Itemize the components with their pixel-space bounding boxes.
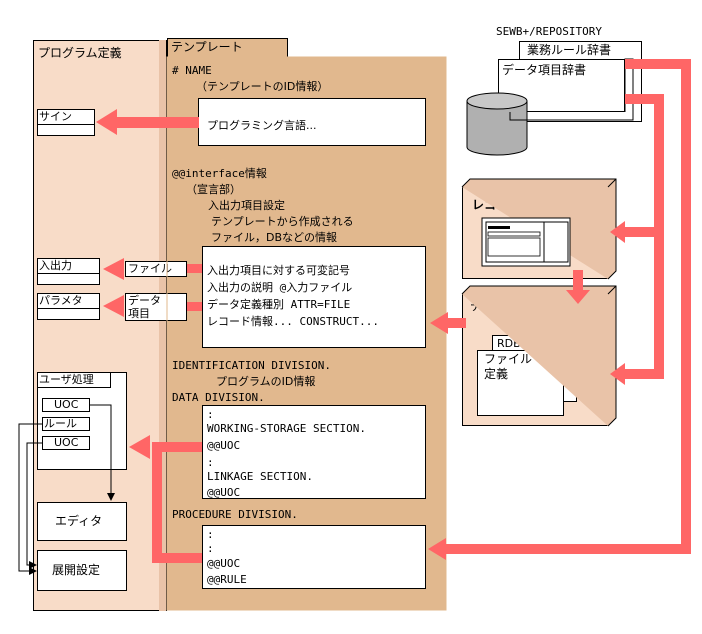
name-box bbox=[198, 98, 426, 146]
program-definition-title: プログラム定義 bbox=[38, 46, 122, 60]
datadef-to-interface-arrow bbox=[430, 312, 448, 334]
interface-line-2: 入出力の説明 @入力ファイル bbox=[207, 281, 353, 294]
editor-box bbox=[37, 502, 127, 541]
dataitem-to-param-shaft bbox=[187, 302, 202, 311]
data-item-tag bbox=[125, 293, 187, 321]
expand-box bbox=[37, 550, 127, 591]
template-panel-outline bbox=[166, 56, 447, 611]
interface-sub-4: ファイル，DBなどの情報 bbox=[211, 231, 338, 244]
record-window-icon bbox=[481, 217, 571, 267]
data-box-line-6: @@UOC bbox=[207, 486, 241, 499]
uoc-label-1: UOC bbox=[54, 398, 79, 411]
sign-label: サイン bbox=[39, 110, 72, 123]
dictionary-stack-edge bbox=[509, 58, 634, 121]
data-division-box bbox=[202, 405, 426, 499]
proc-box-line-4: @@RULE bbox=[207, 573, 247, 586]
repository-title: SEWB+/REPOSITORY bbox=[496, 25, 602, 38]
name-to-sign-shaft bbox=[113, 117, 199, 128]
uoc-to-expand-line bbox=[26, 442, 42, 569]
uoc-box-2 bbox=[42, 436, 90, 450]
interface-sub-3: テンプレートから作成される bbox=[211, 215, 354, 228]
user-process-label: ユーザ処理 bbox=[39, 373, 94, 386]
proc-box-line-1: : bbox=[207, 528, 214, 541]
file-to-io-shaft bbox=[187, 264, 202, 273]
sign-box-underline bbox=[37, 124, 95, 136]
name-heading: # NAME bbox=[172, 64, 212, 77]
record-to-data-shaft bbox=[573, 270, 583, 292]
arrow-to-record-def bbox=[610, 221, 625, 243]
data-item-dictionary-label: データ項目辞書 bbox=[502, 63, 587, 77]
interface-line-3: データ定義種別 ATTR=FILE bbox=[207, 298, 351, 311]
template-tab-label: テンプレート bbox=[171, 40, 243, 54]
param-label: パラメタ bbox=[39, 294, 83, 307]
interface-line-1: 入出力項目に対する可変記号 bbox=[207, 264, 350, 277]
business-rule-dictionary-label: 業務ルール辞書 bbox=[527, 43, 612, 57]
name-to-sign-arrow bbox=[96, 109, 117, 135]
arrow-to-proc-box bbox=[428, 538, 446, 560]
file-definition-label-2: 定義 bbox=[484, 367, 509, 381]
database-cylinder-icon bbox=[466, 92, 528, 156]
user-process-tab bbox=[37, 372, 111, 388]
interface-box bbox=[202, 246, 426, 348]
program-id-info: プログラムのID情報 bbox=[216, 375, 316, 388]
file-definition-label-1: ファイル bbox=[484, 352, 533, 366]
name-subheading: （テンプレートのID情報） bbox=[196, 80, 329, 93]
expand-label: 展開設定 bbox=[52, 563, 101, 577]
file-tag-label: ファイル bbox=[128, 262, 172, 275]
record-to-data-arrow bbox=[566, 290, 590, 304]
user-process-arrow bbox=[129, 435, 150, 459]
datadef-to-interface-shaft bbox=[446, 318, 466, 328]
rule-box bbox=[42, 417, 90, 431]
editor-label: エディタ bbox=[55, 514, 103, 528]
uoc-label-2: UOC bbox=[54, 436, 79, 449]
param-box-underline bbox=[37, 308, 100, 320]
data-box-line-3: @@UOC bbox=[207, 439, 241, 452]
procedure-division: PROCEDURE DIVISION. bbox=[172, 508, 298, 521]
data-item-tag-label-2: 項目 bbox=[128, 307, 150, 320]
template-tab bbox=[167, 38, 288, 58]
interface-line-4: レコード情報... CONSTRUCT... bbox=[207, 315, 379, 328]
rule-to-expand-line bbox=[18, 423, 42, 575]
user-process-flow-line bbox=[152, 442, 202, 563]
rule-label: ルール bbox=[44, 417, 77, 430]
interface-heading: @@interface情報 bbox=[172, 167, 267, 180]
identification-division: IDENTIFICATION DIVISION. bbox=[172, 359, 331, 372]
interface-sub-2: 入出力項目設定 bbox=[208, 199, 285, 212]
data-definition-3d-edge bbox=[461, 285, 617, 427]
name-box-text: プログラミング言語... bbox=[207, 119, 317, 132]
data-box-line-4: : bbox=[207, 456, 214, 469]
arrow-to-data-def bbox=[610, 363, 625, 385]
data-box-line-1: : bbox=[207, 408, 214, 421]
repository-flow-line bbox=[446, 59, 691, 554]
file-tag bbox=[125, 261, 187, 277]
proc-box-line-3: @@UOC bbox=[207, 557, 241, 570]
data-box-line-2: WORKING-STORAGE SECTION. bbox=[207, 422, 366, 435]
io-box-underline bbox=[37, 273, 100, 285]
io-label: 入出力 bbox=[39, 259, 72, 272]
uoc-to-editor-line bbox=[90, 404, 115, 501]
data-division: DATA DIVISION. bbox=[172, 391, 265, 404]
dataitem-to-param-arrow bbox=[103, 295, 124, 317]
data-box-line-5: LINKAGE SECTION. bbox=[207, 470, 313, 483]
file-to-io-arrow bbox=[103, 258, 124, 280]
data-item-tag-label-1: データ bbox=[128, 294, 161, 307]
uoc-box-1 bbox=[42, 398, 90, 412]
interface-sub-1: （宣言部） bbox=[186, 183, 241, 196]
procedure-box bbox=[202, 525, 426, 589]
proc-box-line-2: : bbox=[207, 542, 214, 555]
